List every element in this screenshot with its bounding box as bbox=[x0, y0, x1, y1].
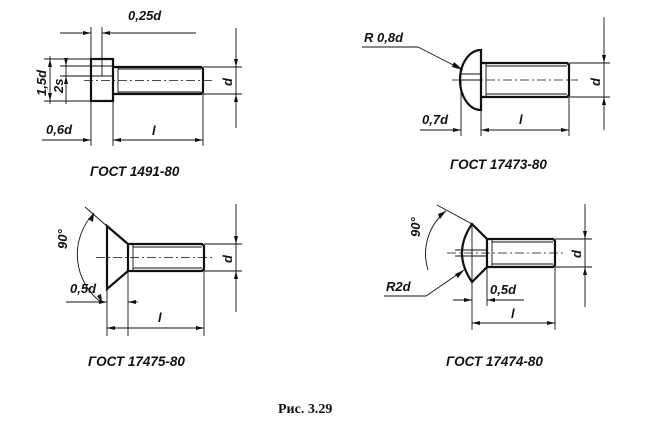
dim-length: l bbox=[519, 112, 523, 127]
dim-diameter: d bbox=[588, 77, 603, 86]
drawing-gost-17474: 90° R2d 0,5d l d ГОСТ 17474-80 bbox=[384, 204, 592, 369]
standard-label: ГОСТ 17475-80 bbox=[88, 354, 185, 369]
dim-slot-depth: 2s bbox=[51, 79, 66, 94]
dim-angle: 90° bbox=[55, 229, 70, 249]
dim-slot-width: 0,25d bbox=[128, 8, 162, 23]
dim-radius: R 0,8d bbox=[364, 30, 404, 45]
dim-length: l bbox=[511, 306, 515, 321]
screw-head bbox=[461, 222, 489, 284]
dim-head-length: 0,5d bbox=[70, 281, 97, 296]
drawing-gost-17473: R 0,8d 0,7d l d ГОСТ 17473-80 bbox=[362, 17, 610, 172]
dim-length: l bbox=[158, 310, 162, 325]
dim-length: l bbox=[152, 123, 156, 138]
dim-head-length: 0,5d bbox=[490, 282, 517, 297]
screw-head bbox=[458, 48, 483, 112]
dim-diameter: d bbox=[220, 254, 235, 263]
dim-head-height: 1,5d bbox=[34, 69, 49, 96]
standard-label: ГОСТ 1491-80 bbox=[90, 164, 180, 179]
figure-caption: Рис. 3.29 bbox=[278, 402, 332, 417]
dim-head-length: 0,7d bbox=[422, 112, 449, 127]
standard-label: ГОСТ 17473-80 bbox=[450, 157, 547, 172]
drawing-gost-17475: 90° 0,5d l d ГОСТ 17475-80 bbox=[55, 204, 242, 369]
standard-label: ГОСТ 17474-80 bbox=[446, 354, 543, 369]
dim-head-length: 0,6d bbox=[46, 122, 73, 137]
drawing-gost-1491: 0,25d 1,5d 2s 0,6d l d ГОСТ 1491-80 bbox=[34, 8, 242, 179]
dim-angle: 90° bbox=[408, 217, 423, 237]
dim-diameter: d bbox=[569, 249, 584, 258]
dim-radius: R2d bbox=[386, 279, 412, 294]
dim-diameter: d bbox=[220, 77, 235, 86]
screw-shank bbox=[481, 61, 571, 99]
